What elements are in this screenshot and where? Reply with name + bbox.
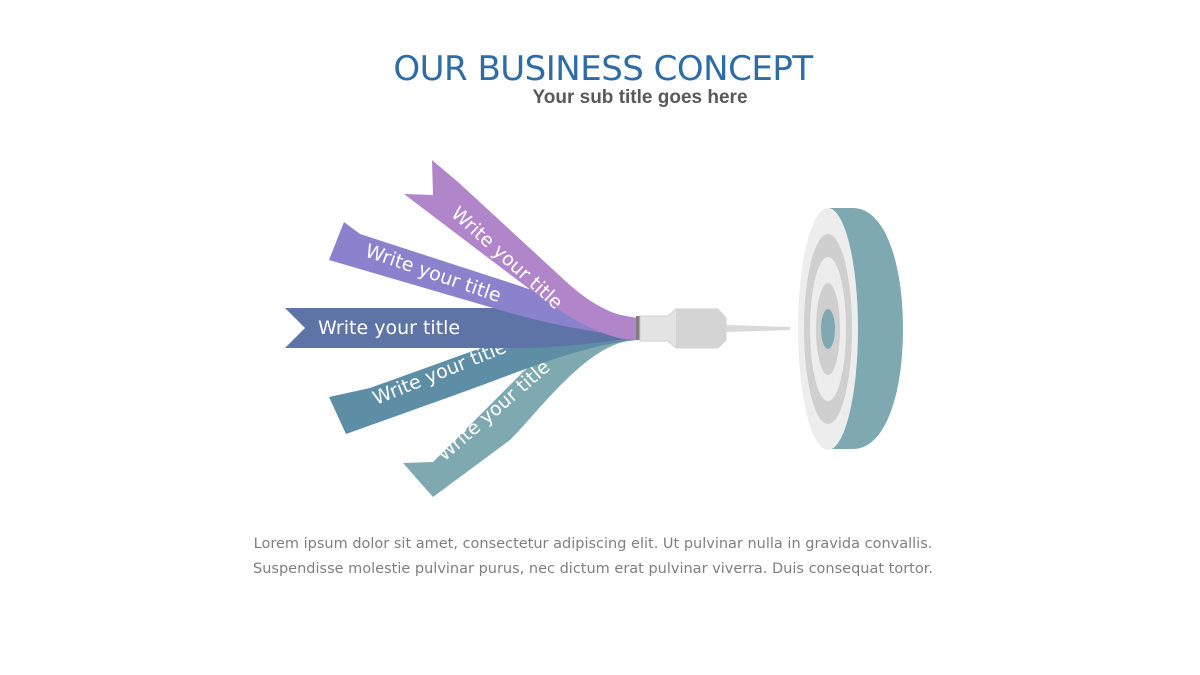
body-text: Lorem ipsum dolor sit amet, consectetur … bbox=[253, 536, 933, 577]
target-bullseye bbox=[821, 309, 835, 349]
dart-icon bbox=[636, 308, 790, 349]
ribbon-5-shape bbox=[403, 331, 637, 497]
dart-needle bbox=[726, 325, 790, 332]
ribbon-3-label: Write your title bbox=[318, 317, 460, 339]
ribbon-1-shape bbox=[404, 160, 637, 340]
page-subtitle: Your sub title goes here bbox=[532, 87, 748, 108]
page-title: OUR BUSINESS CONCEPT bbox=[393, 49, 813, 89]
target-icon bbox=[798, 208, 903, 450]
ribbon-4-shape bbox=[329, 326, 637, 434]
dart-ring bbox=[636, 316, 640, 340]
dart-barrel-shade bbox=[676, 309, 726, 348]
